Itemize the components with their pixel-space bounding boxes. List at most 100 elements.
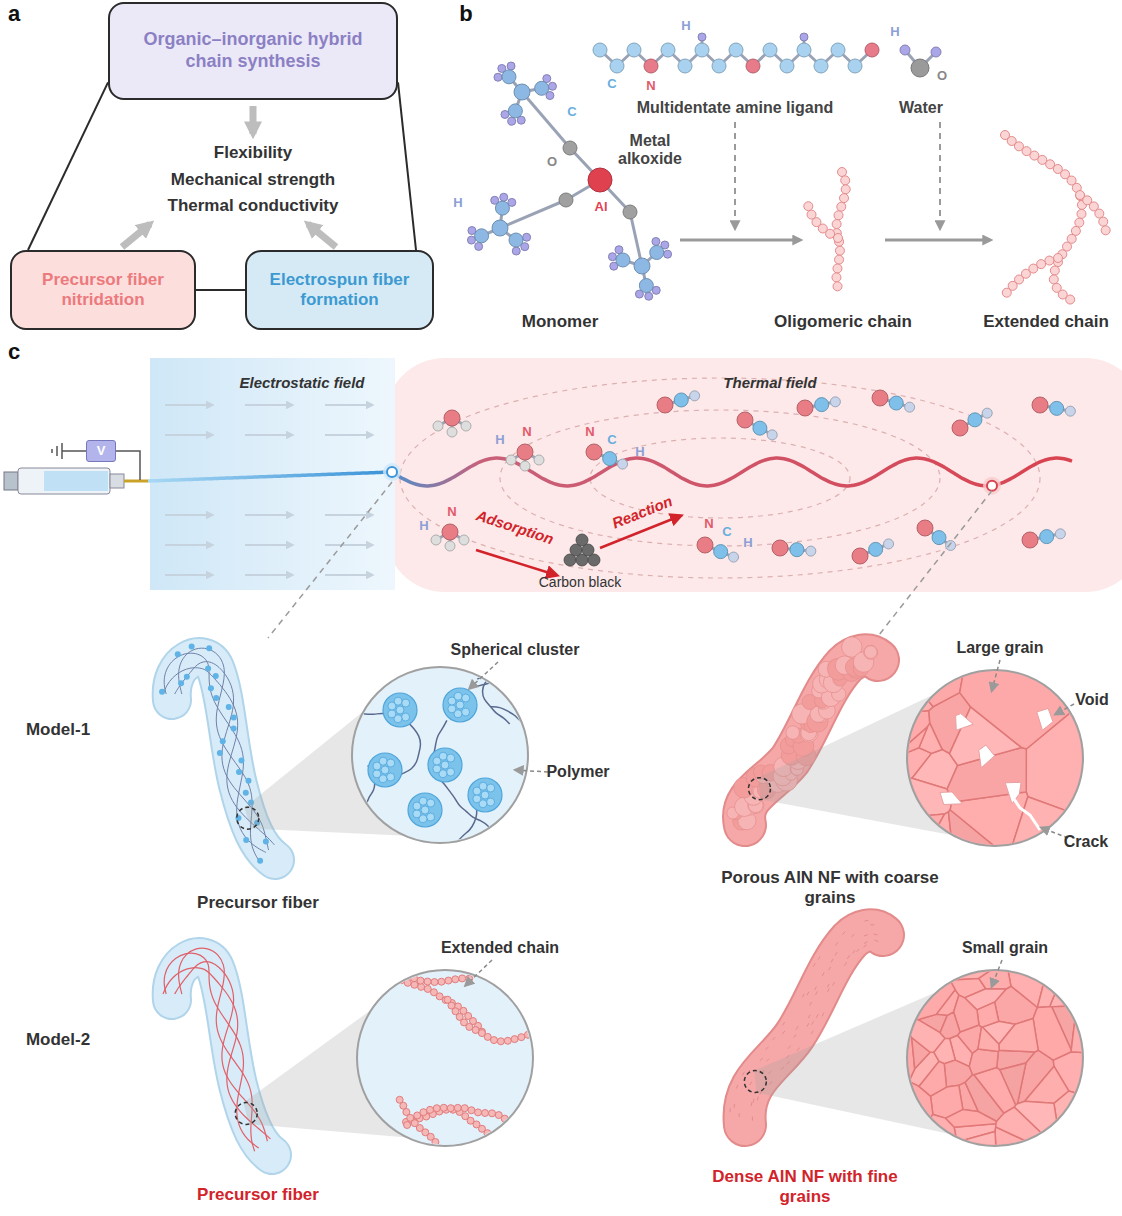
field-arrow [165,574,212,576]
atom-ball [657,397,673,413]
atom-ball [763,43,777,57]
zoom-circle [352,667,528,843]
grain-cell [996,1107,1055,1146]
chain-bead [508,1190,515,1197]
grain-cell [956,1132,996,1146]
atom-ball [767,430,777,440]
chain-bead [461,1105,468,1112]
chain-bead [524,1031,531,1038]
chain-bead [376,894,383,901]
atom-symbol: H [635,445,644,460]
atom-ball [729,43,743,57]
surface-texture [831,959,833,962]
chain-bead [503,1186,510,1193]
atom-ball [1032,397,1048,413]
chain-bead [417,977,424,984]
syringe-plunger [4,472,18,490]
surface-texture [818,956,820,959]
atom-ball [508,117,516,125]
chain-bead [454,1104,461,1111]
grain-cell [1033,1007,1071,1060]
atom-ball [507,62,515,70]
atom-symbol: Al [595,200,608,215]
chain-bead [450,1168,457,1175]
surface-texture [847,955,849,958]
chain-bead [295,951,302,958]
chain-bead [519,1198,526,1205]
callout-leader [466,960,492,985]
atom-ball [831,43,845,57]
surface-texture [760,1058,763,1061]
chain-guide [1005,135,1082,302]
text-label: Extended chain [983,312,1109,332]
chain-bead [511,1036,518,1043]
chain-bead [361,936,368,943]
grain-cell [909,1114,957,1146]
atom-ball [952,420,968,436]
polymer-chain [365,765,486,873]
atom-ball [772,540,788,556]
chain-bead [447,1105,454,1112]
cluster-dot [462,694,470,702]
atom-ball [797,43,811,57]
chain-bead [1077,209,1086,218]
atom-ball [506,455,516,465]
zoom-content [907,970,1083,1146]
cluster-dot [487,798,495,806]
field-arrow [245,514,292,516]
chain-bead [394,962,401,969]
chain-bead [504,1037,511,1044]
atom-symbol: C [607,433,616,448]
surface-texture [772,1037,775,1040]
surface-texture [829,967,831,971]
chain-bead [561,1011,568,1018]
surface-texture [807,1023,809,1026]
atom-ball [475,229,489,243]
atom-ball [502,70,516,84]
field-arrow [165,434,212,436]
process-box: Electrospun fiber formation [245,250,434,330]
chain-bead [420,1109,427,1116]
chain-bead [476,1178,483,1185]
atom-ball [512,247,520,255]
chain-bead [534,1214,541,1216]
atom-ball [603,452,617,466]
field-arrow [325,544,372,546]
atom-ball [729,552,739,562]
sample-dot [987,481,997,491]
atom-symbol: N [585,425,594,440]
field-arrow [325,434,372,436]
field-arrow [245,434,292,436]
chain-bead [1054,254,1063,263]
box-text: Precursor fiber nitridation [24,270,182,311]
text-label: Metal alkoxide [605,132,695,169]
atom-ball [548,82,556,90]
connector-line [196,289,245,291]
chain-bead [301,948,308,955]
surface-texture [813,963,815,967]
chain-bead [405,971,412,978]
grain-cell [1050,970,1083,1007]
grain-cell [1054,1091,1083,1146]
chain-bead [1101,226,1110,235]
chain-bead [321,940,328,947]
atom-ball [610,59,624,73]
grain-cell [965,1075,1004,1122]
zoom-spot [744,1071,766,1093]
cluster-dot [433,765,441,773]
atom-ball [714,545,728,559]
atom-symbol: N [522,425,531,440]
cluster-dot [373,770,381,778]
surface-texture [815,986,817,990]
chain-bead [832,273,841,282]
atom-ball [780,59,794,73]
chain-bead [433,1105,440,1112]
field-arrow [325,574,372,576]
atom-ball [1022,532,1038,548]
chain-bead [525,1194,532,1201]
surface-texture [752,1117,753,1121]
grain-cell [907,676,933,713]
field-arrow [245,574,292,576]
grain-cell [960,670,1083,749]
callout-leader [992,660,1000,690]
